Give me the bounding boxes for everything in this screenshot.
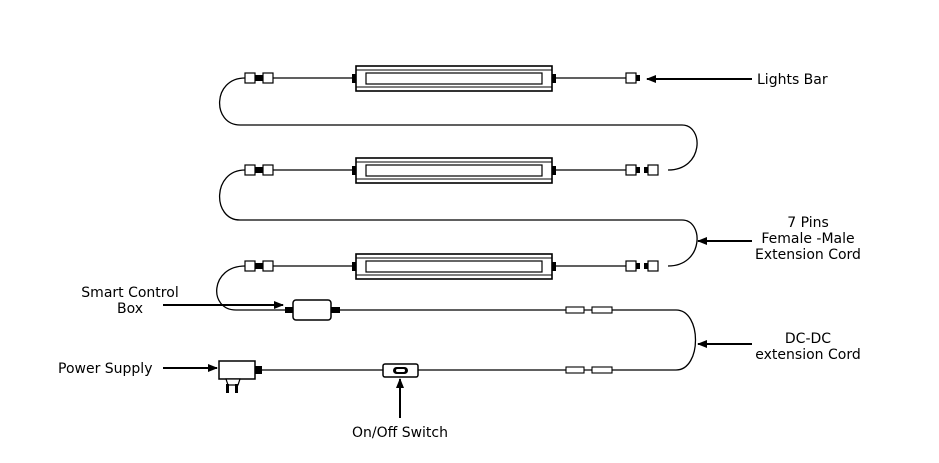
cable-routing <box>216 77 698 371</box>
lights-bar-label: Lights Bar <box>757 72 828 88</box>
dc-extension-label-line2: extension Cord <box>755 347 860 363</box>
callout-arrows <box>163 75 752 418</box>
power-supply-adapter <box>218 360 262 393</box>
connector-pair-bar2-right <box>625 164 659 176</box>
extension-cord-label-line2: Female -Male <box>761 231 854 247</box>
on-off-switch <box>382 363 419 378</box>
connector-pair-bar3-right <box>625 260 659 272</box>
connector-pair-bar2-left <box>244 164 274 176</box>
light-bar-3 <box>351 253 557 280</box>
connector-bar1-right <box>625 72 641 84</box>
light-bar-2 <box>351 157 557 184</box>
extension-cord-label-line3: Extension Cord <box>755 247 861 263</box>
dc-plug-top <box>565 306 613 314</box>
extension-cord-label-line1: 7 Pins <box>787 215 829 231</box>
smart-control-label-line1: Smart Control <box>81 285 178 301</box>
power-supply-label: Power Supply <box>58 361 153 377</box>
switch-label: On/Off Switch <box>352 425 448 441</box>
light-bar-1 <box>351 65 557 92</box>
smart-control-label-line2: Box <box>117 301 143 317</box>
dc-extension-label-line1: DC-DC <box>785 331 831 347</box>
connector-pair-bar3-left <box>244 260 274 272</box>
dc-plug-bottom <box>565 366 613 374</box>
connector-pair-bar1-left <box>244 72 274 84</box>
smart-control-box <box>285 299 340 321</box>
